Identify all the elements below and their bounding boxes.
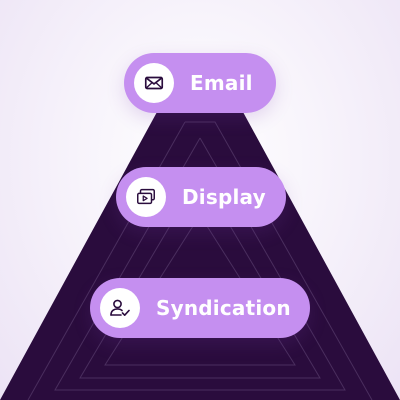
tier-display-pill[interactable]: Display [116,167,286,227]
tier-email-pill[interactable]: Email [124,53,276,113]
tier-email-label: Email [190,71,253,95]
tier-syndication-label: Syndication [156,296,291,320]
display-ad-icon [137,188,155,205]
pyramid-inner-line-2 [54,137,346,391]
pyramid-body [0,112,400,400]
tier-email-icon-circle [134,63,174,103]
tier-syndication-pill[interactable]: Syndication [90,278,310,338]
tier-display-label: Display [182,185,266,209]
envelope-icon [144,76,164,90]
pyramid-inner-line-3 [79,174,321,379]
pyramid-inner-line-1 [185,121,373,400]
tier-syndication-icon-circle [100,288,140,328]
user-check-icon [110,299,130,317]
tier-display-icon-circle [126,177,166,217]
